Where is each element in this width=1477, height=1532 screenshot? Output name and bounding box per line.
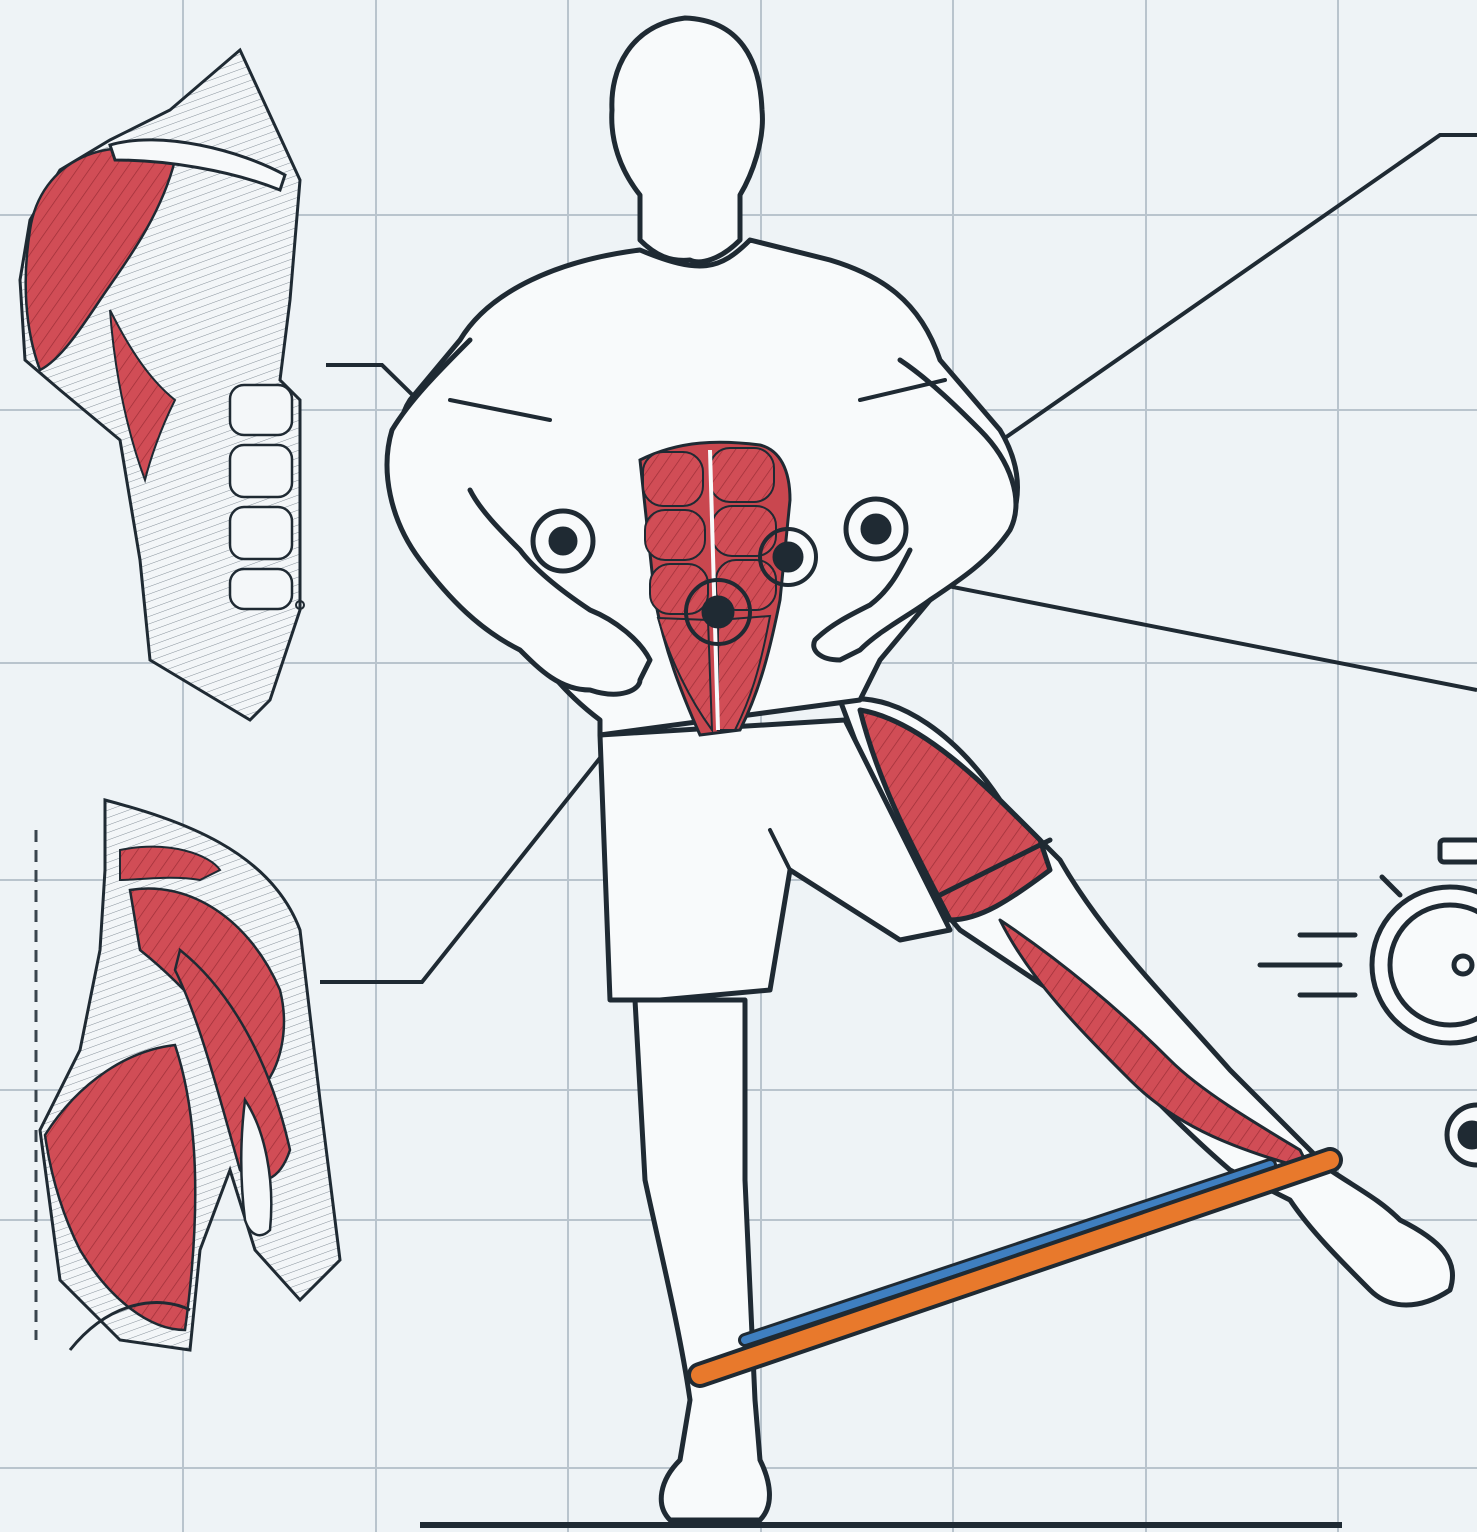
marker-right-oblique [846, 499, 906, 559]
marker-left-oblique [533, 511, 593, 571]
